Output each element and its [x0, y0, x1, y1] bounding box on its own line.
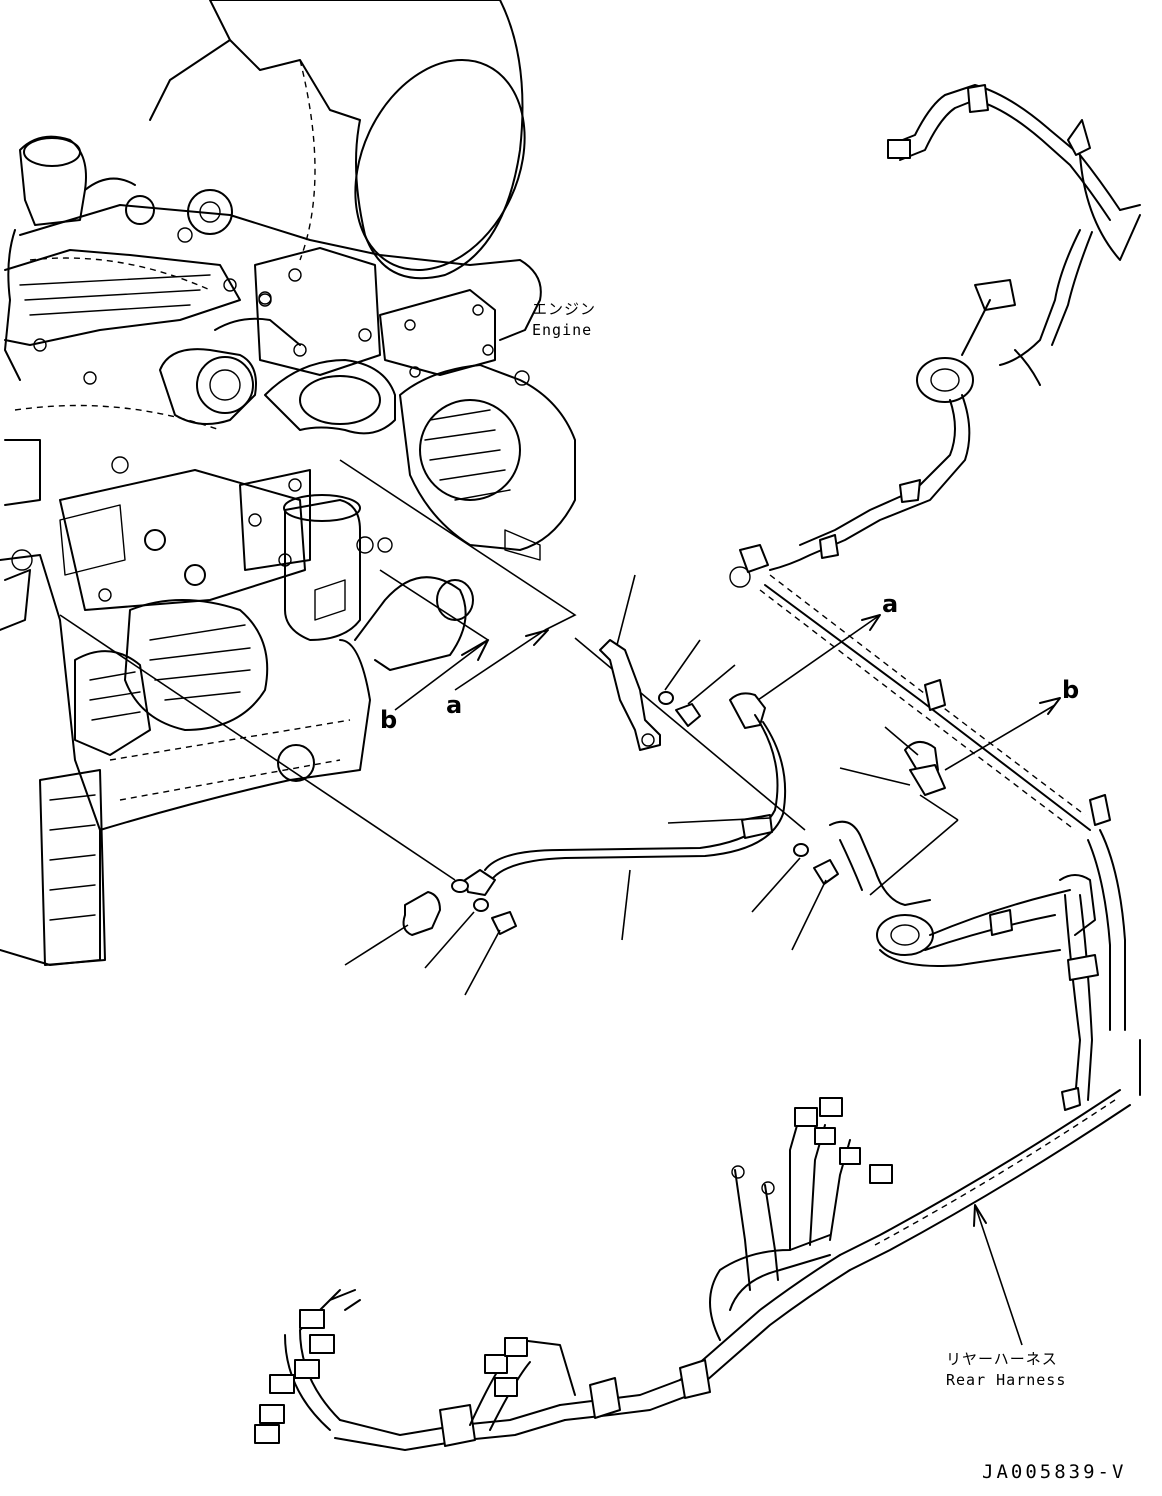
rear-harness [254, 84, 1141, 1451]
rear-harness-label-jp: リヤーハーネス [946, 1350, 1058, 1368]
ground-cable [451, 692, 787, 941]
callout-a-right: a [882, 590, 899, 618]
rear-harness-label-en: Rear Harness [946, 1371, 1067, 1389]
document-id: JA005839-V [982, 1461, 1127, 1483]
engine-label-jp: エンジン [532, 300, 597, 318]
callout-b-right: b [1062, 676, 1080, 704]
callout-a-left: a [446, 691, 463, 719]
callout-a-right-arrow [757, 614, 881, 701]
engine-assembly [0, 0, 576, 966]
engine-label-en: Engine [532, 321, 593, 339]
washer-bolt-mid [751, 843, 839, 951]
callout-b-left: b [380, 706, 398, 734]
bracket-part [599, 574, 661, 751]
washer-bolt-upper [658, 639, 736, 727]
leader-lines [59, 459, 806, 881]
terminal-cap-and-bolt [344, 891, 517, 996]
relay-connector [839, 697, 1061, 896]
